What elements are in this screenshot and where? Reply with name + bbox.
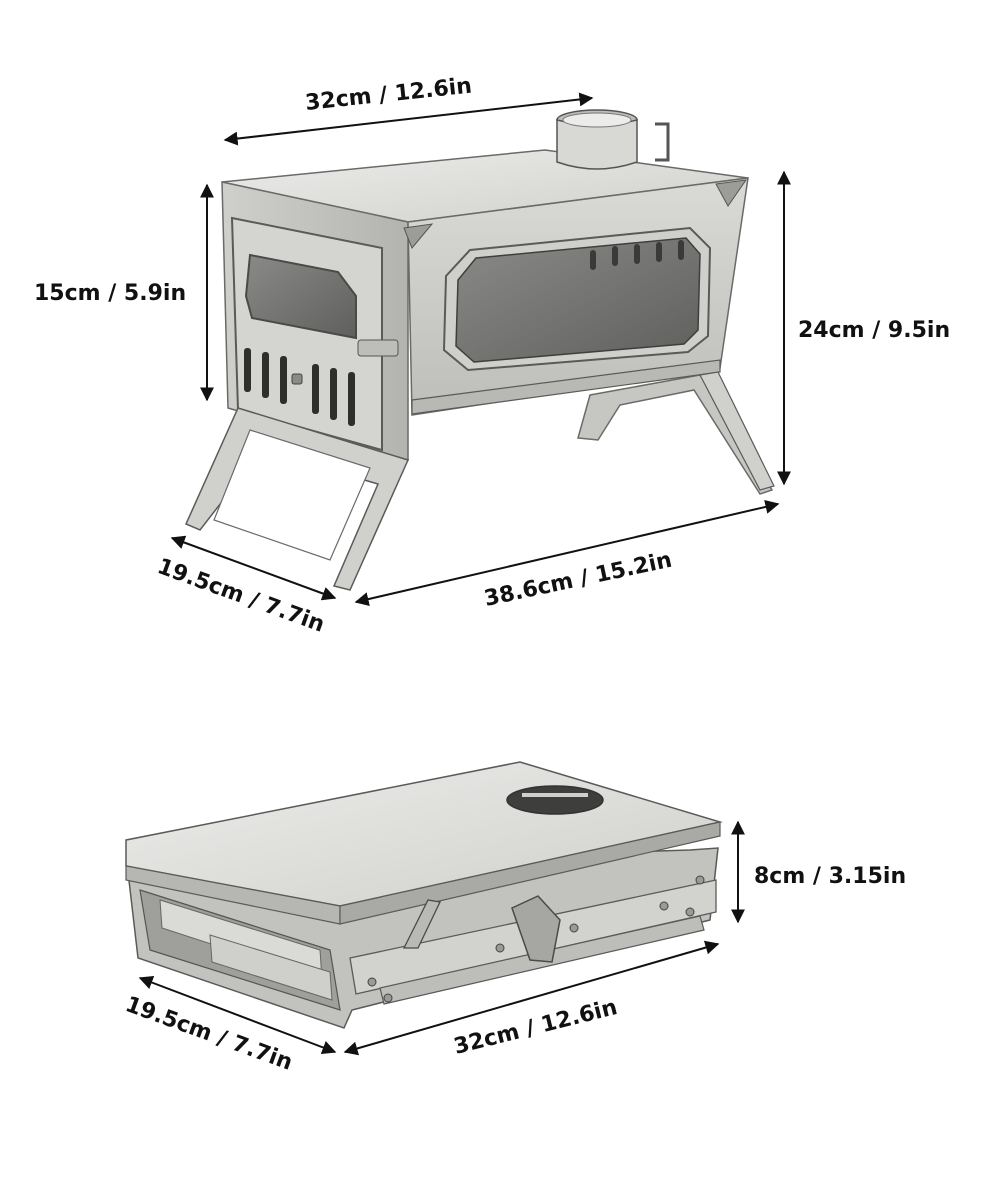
front-glass-window bbox=[455, 237, 701, 363]
folded-width-arrow bbox=[343, 940, 720, 1056]
folded-depth-arrow bbox=[138, 975, 337, 1055]
body-height-label: 15cm / 5.9in bbox=[34, 281, 186, 306]
vent-knob bbox=[291, 373, 303, 385]
depth-arrow bbox=[170, 535, 337, 601]
folded-height-label: 8cm / 3.15in bbox=[754, 864, 906, 889]
folded-dimension-lines bbox=[138, 820, 745, 1056]
door-glass-window bbox=[244, 253, 357, 340]
chimney-opening bbox=[562, 112, 632, 128]
chimney-hole bbox=[506, 785, 604, 815]
corner-bracket bbox=[715, 179, 748, 207]
folded-lid-front-edge bbox=[339, 821, 721, 925]
interior-air-holes bbox=[590, 240, 684, 270]
depth-label: 19.5cm / 7.7in bbox=[154, 554, 328, 638]
assembled-dimension-lines bbox=[170, 92, 791, 606]
door-latch bbox=[357, 339, 399, 357]
corner-bracket bbox=[403, 223, 434, 249]
total-length-arrow bbox=[354, 500, 780, 606]
total-height-label: 24cm / 9.5in bbox=[798, 318, 950, 343]
top-width-label: 32cm / 12.6in bbox=[304, 74, 473, 116]
assembled-stove-illustration bbox=[185, 109, 775, 591]
door-air-vents bbox=[244, 348, 355, 426]
right-leg bbox=[699, 371, 775, 491]
chimney-clip bbox=[655, 122, 670, 162]
total-length-label: 38.6cm / 15.2in bbox=[482, 548, 674, 612]
folded-width-label: 32cm / 12.6in bbox=[451, 995, 619, 1060]
bottom-rail bbox=[411, 359, 721, 415]
folded-stove-illustration bbox=[125, 761, 723, 1029]
top-width-arrow bbox=[223, 92, 594, 146]
